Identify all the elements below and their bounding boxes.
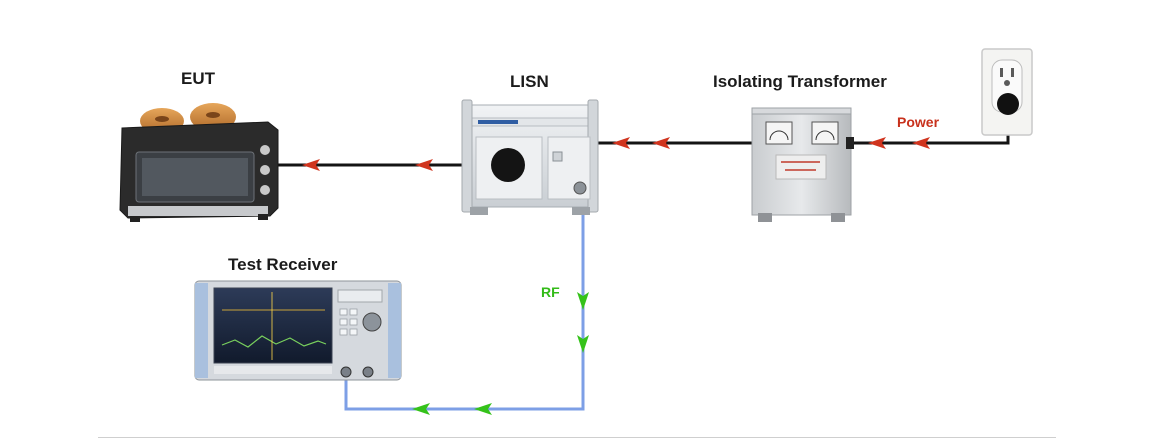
rf-arrow-left — [474, 403, 492, 415]
power-arrow — [868, 137, 886, 149]
rf-arrow-left — [412, 403, 430, 415]
bottom-divider — [98, 437, 1056, 438]
lisn-label: LISN — [510, 72, 549, 91]
transformer-label: Isolating Transformer — [713, 72, 887, 91]
rf-arrows — [412, 292, 589, 415]
power-arrows — [302, 137, 930, 171]
spectrum-receiver-icon — [194, 280, 402, 381]
transformer-cabinet-icon — [751, 107, 854, 222]
toaster-oven-icon — [119, 103, 279, 222]
rf-label: RF — [541, 284, 560, 300]
eut-label: EUT — [181, 69, 215, 88]
power-arrow — [612, 137, 630, 149]
rf-arrow-down — [577, 335, 589, 353]
power-arrow — [652, 137, 670, 149]
rf-arrow-down — [577, 292, 589, 310]
power-label: Power — [897, 114, 940, 130]
lisn-device-icon — [461, 99, 599, 215]
power-arrow — [912, 137, 930, 149]
power-arrow — [415, 159, 433, 171]
receiver-label: Test Receiver — [228, 255, 338, 274]
wall-outlet-icon — [981, 48, 1033, 136]
power-arrow — [302, 159, 320, 171]
